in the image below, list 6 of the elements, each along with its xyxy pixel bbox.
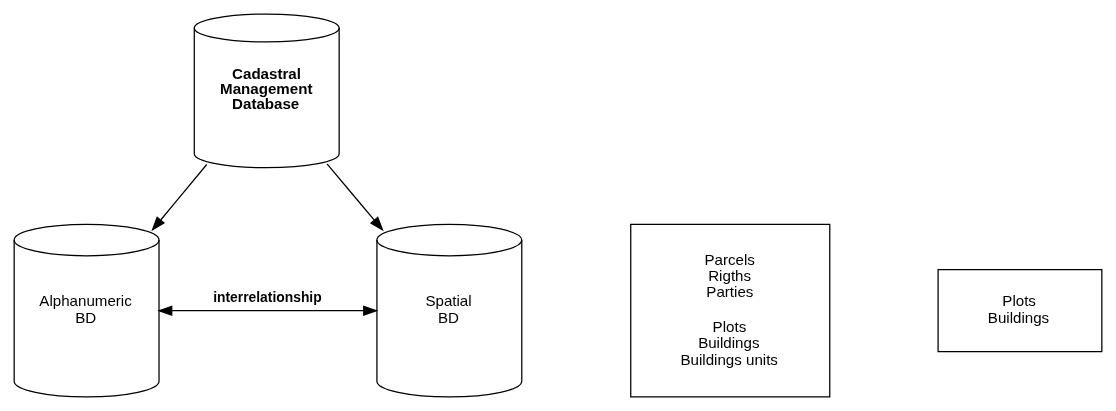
edge-label: interrelationship xyxy=(213,288,322,305)
arrow xyxy=(151,163,208,232)
node-box: Parcels Rigths Parties Plots Buildings Buildings units xyxy=(630,223,831,398)
node-box: Plots Buildings xyxy=(937,269,1103,353)
arrow xyxy=(326,163,384,232)
arrow xyxy=(157,305,379,316)
